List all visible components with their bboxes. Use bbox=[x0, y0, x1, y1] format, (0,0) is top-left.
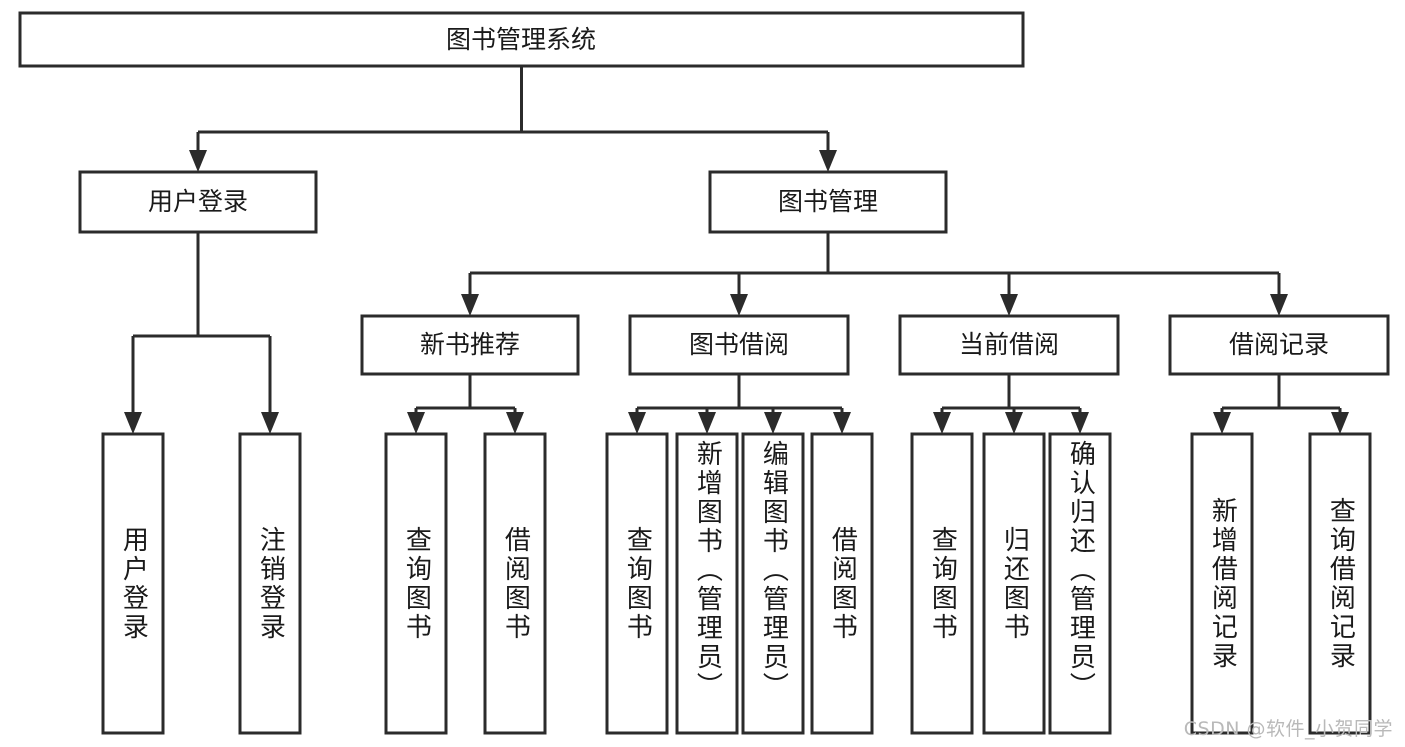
connector-userlogin-to-leaves bbox=[124, 232, 279, 434]
connector-current-to-leaves bbox=[933, 374, 1089, 434]
leaf-box-query-books-borrow[interactable] bbox=[605, 432, 669, 735]
connector-records-to-leaves bbox=[1213, 374, 1349, 434]
connector-newbooks-to-leaves bbox=[407, 374, 524, 434]
node-borrow-records[interactable]: 借阅记录 bbox=[1168, 314, 1390, 376]
leaf-box-confirm-return-admin[interactable] bbox=[1048, 432, 1112, 735]
leaf-box-user-login[interactable] bbox=[101, 432, 165, 735]
arrow-newbooks-leaf2-icon bbox=[506, 412, 524, 434]
node-new-book-recommend-label: 新书推荐 bbox=[420, 330, 520, 359]
node-book-management-box[interactable] bbox=[708, 170, 948, 234]
leaf-box-logout[interactable] bbox=[238, 432, 302, 735]
arrow-root-to-user-login-icon bbox=[189, 150, 207, 172]
node-borrow-records-label: 借阅记录 bbox=[1229, 330, 1329, 359]
node-root[interactable]: 图书管理系统 bbox=[18, 11, 1025, 68]
arrow-current-leaf1-icon bbox=[933, 412, 951, 434]
node-new-book-recommend-box[interactable] bbox=[360, 314, 580, 376]
arrow-userlogin-leaf1-icon bbox=[124, 412, 142, 434]
leaf-box-query-books-rec[interactable] bbox=[384, 432, 448, 735]
node-current-borrow[interactable]: 当前借阅 bbox=[898, 314, 1120, 376]
leaf-box-borrow-books-rec[interactable] bbox=[483, 432, 547, 735]
csdn-watermark: CSDN @软件_小贺同学 bbox=[1183, 718, 1393, 740]
node-borrow-records-box[interactable] bbox=[1168, 314, 1390, 376]
node-current-borrow-box[interactable] bbox=[898, 314, 1120, 376]
connector-bookmgmt-to-level3 bbox=[461, 232, 1288, 316]
node-root-box[interactable] bbox=[18, 11, 1025, 68]
leaf-box-edit-book-admin[interactable] bbox=[741, 432, 805, 735]
leaf-box-add-book-admin[interactable] bbox=[675, 432, 739, 735]
arrow-bookmgmt-to-current-icon bbox=[1000, 294, 1018, 316]
node-book-management-label: 图书管理 bbox=[778, 187, 878, 216]
leaf-box-borrow-book[interactable] bbox=[810, 432, 874, 735]
arrow-userlogin-leaf2-icon bbox=[261, 412, 279, 434]
arrow-borrow-leaf4-icon bbox=[833, 412, 851, 434]
node-new-book-recommend[interactable]: 新书推荐 bbox=[360, 314, 580, 376]
arrow-root-to-book-mgmt-icon bbox=[819, 150, 837, 172]
arrow-records-leaf1-icon bbox=[1213, 412, 1231, 434]
node-book-management[interactable]: 图书管理 bbox=[708, 170, 948, 234]
leaf-box-return-book[interactable] bbox=[982, 432, 1046, 735]
arrow-bookmgmt-to-borrow-icon bbox=[730, 294, 748, 316]
node-book-borrow-label: 图书借阅 bbox=[689, 330, 789, 359]
node-current-borrow-label: 当前借阅 bbox=[959, 330, 1059, 359]
leaf-box-query-borrow-record[interactable] bbox=[1308, 432, 1372, 735]
arrow-bookmgmt-to-records-icon bbox=[1270, 294, 1288, 316]
node-book-borrow[interactable]: 图书借阅 bbox=[628, 314, 850, 376]
arrow-borrow-leaf1-icon bbox=[628, 412, 646, 434]
arrow-borrow-leaf2-icon bbox=[698, 412, 716, 434]
node-book-borrow-box[interactable] bbox=[628, 314, 850, 376]
arrow-bookmgmt-to-newbooks-icon bbox=[461, 294, 479, 316]
connector-borrow-to-leaves bbox=[628, 374, 851, 434]
arrow-newbooks-leaf1-icon bbox=[407, 412, 425, 434]
node-user-login[interactable]: 用户登录 bbox=[78, 170, 318, 234]
arrow-current-leaf3-icon bbox=[1071, 412, 1089, 434]
arrow-borrow-leaf3-icon bbox=[764, 412, 782, 434]
leaf-box-query-books-current[interactable] bbox=[910, 432, 974, 735]
arrow-current-leaf2-icon bbox=[1005, 412, 1023, 434]
node-user-login-label: 用户登录 bbox=[148, 187, 248, 216]
arrow-records-leaf2-icon bbox=[1331, 412, 1349, 434]
connector-root-to-level2 bbox=[189, 66, 837, 172]
leaf-box-add-borrow-record[interactable] bbox=[1190, 432, 1254, 735]
node-user-login-box[interactable] bbox=[78, 170, 318, 234]
node-root-label: 图书管理系统 bbox=[446, 25, 596, 54]
leaf-boxes bbox=[101, 432, 1372, 735]
